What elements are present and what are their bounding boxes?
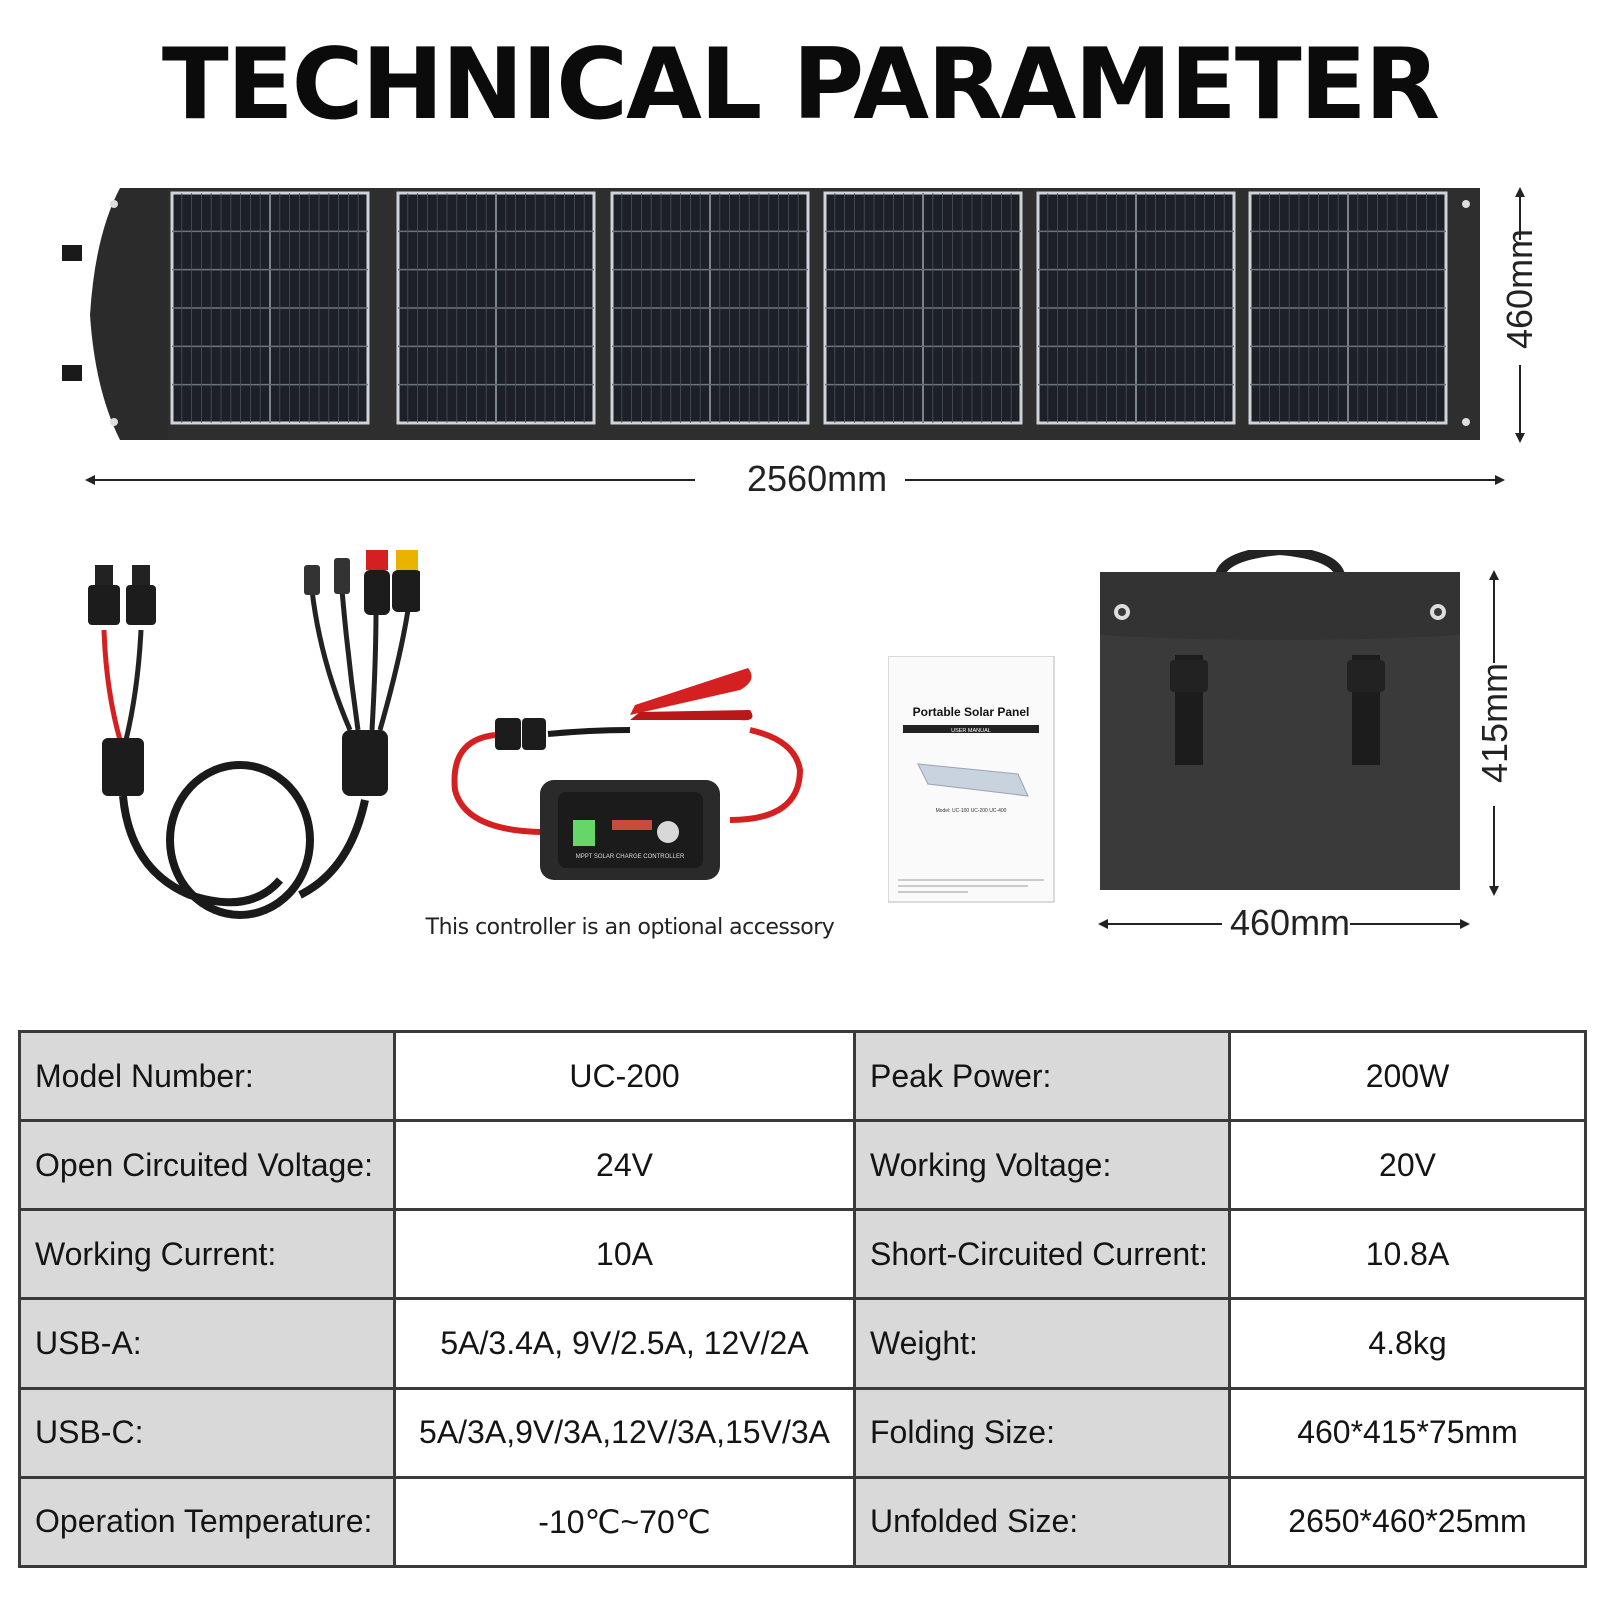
manual-subtitle: USER MANUAL bbox=[951, 728, 991, 734]
manual-title: Portable Solar Panel bbox=[913, 705, 1030, 719]
mc4-y-cable bbox=[88, 550, 420, 919]
folded-height-arrow bbox=[1489, 570, 1499, 896]
spec-value: 2650*460*25mm bbox=[1228, 1475, 1587, 1569]
spec-value: 4.8kg bbox=[1228, 1297, 1587, 1390]
spec-label: Working Voltage: bbox=[853, 1119, 1231, 1212]
panel-clip-top bbox=[62, 245, 82, 261]
spec-label: Unfolded Size: bbox=[853, 1475, 1231, 1569]
spec-value: -10℃~70℃ bbox=[393, 1475, 856, 1569]
spec-value: 5A/3A,9V/3A,12V/3A,15V/3A bbox=[393, 1386, 856, 1479]
charge-controller: MPPT SOLAR CHARGE CONTROLLER bbox=[451, 668, 804, 880]
spec-value: 200W bbox=[1228, 1029, 1587, 1123]
user-manual: Portable Solar Panel USER MANUAL Model: … bbox=[888, 656, 1055, 903]
spec-label: Peak Power: bbox=[853, 1029, 1231, 1123]
length-dimension-arrow bbox=[85, 475, 1505, 485]
spec-value: 10A bbox=[393, 1208, 856, 1301]
spec-label: USB-C: bbox=[18, 1386, 396, 1479]
height-dimension-arrow bbox=[1515, 187, 1525, 443]
manual-models: Model: UC-100 UC-200 UC-400 bbox=[936, 808, 1007, 814]
panel-flap bbox=[90, 188, 172, 440]
spec-value: UC-200 bbox=[393, 1029, 856, 1123]
spec-label: Short-Circuited Current: bbox=[853, 1208, 1231, 1301]
spec-label: Open Circuited Voltage: bbox=[18, 1119, 396, 1212]
spec-value: 20V bbox=[1228, 1119, 1587, 1212]
spec-label: Folding Size: bbox=[853, 1386, 1231, 1479]
panel-clip-bottom bbox=[62, 365, 82, 381]
spec-label: Weight: bbox=[853, 1297, 1231, 1390]
controller-caption: This controller is an optional accessory bbox=[425, 915, 835, 940]
spec-value: 5A/3.4A, 9V/2.5A, 12V/2A bbox=[393, 1297, 856, 1390]
spec-label: USB-A: bbox=[18, 1297, 396, 1390]
length-dimension-label: 2560mm bbox=[737, 458, 898, 500]
spec-label: Operation Temperature: bbox=[18, 1475, 396, 1569]
height-dimension-label: 460mm bbox=[1499, 228, 1541, 349]
spec-label: Model Number: bbox=[18, 1029, 396, 1123]
folded-height-label: 415mm bbox=[1474, 662, 1516, 783]
spec-value: 460*415*75mm bbox=[1228, 1386, 1587, 1479]
spec-value: 24V bbox=[393, 1119, 856, 1212]
folded-width-label: 460mm bbox=[1230, 902, 1351, 944]
unfolded-solar-panel bbox=[62, 188, 1480, 440]
folded-solar-bag bbox=[1100, 550, 1460, 890]
spec-value: 10.8A bbox=[1228, 1208, 1587, 1301]
folded-width-arrow bbox=[1098, 919, 1470, 929]
page-title: TECHNICAL PARAMETER bbox=[161, 28, 1440, 142]
spec-label: Working Current: bbox=[18, 1208, 396, 1301]
controller-label: MPPT SOLAR CHARGE CONTROLLER bbox=[576, 854, 685, 860]
